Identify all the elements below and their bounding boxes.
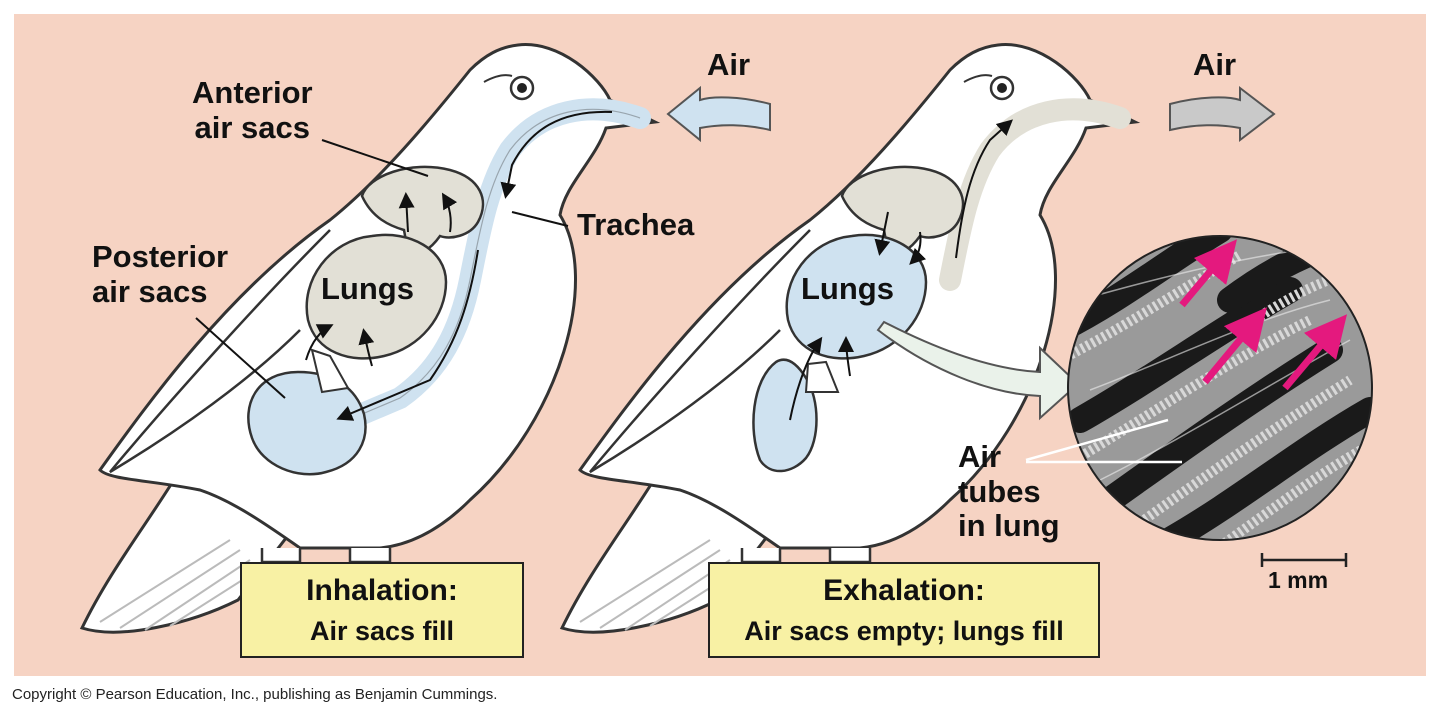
exhalation-subtitle: Air sacs empty; lungs fill [744,616,1064,646]
airflow-arrow-3 [1282,314,1348,391]
airflow-arrow-1 [1179,239,1237,308]
bird-left-trachea [337,98,651,431]
airflow-arrow-2 [1202,307,1267,385]
bird-left-lungs [305,233,448,360]
anterior-air-sacs-label: Anterior air sacs [192,75,313,145]
bird-left [79,43,661,634]
air-in-label: Air [707,47,751,82]
inhalation-caption: Inhalation: Air sacs fill [240,562,524,658]
copyright-notice: Copyright © Pearson Education, Inc., pub… [12,686,498,703]
air-tubes-label: Air tubes in lung [958,439,1060,544]
lungs-label-right: Lungs [801,271,894,306]
exhalation-title: Exhalation: [823,574,985,607]
exhalation-caption: Exhalation: Air sacs empty; lungs fill [708,562,1100,658]
lung-micrograph [1068,236,1372,540]
air-in-arrow [666,85,771,143]
bird-left-anterior-sac [360,165,485,255]
scale-bar [1260,553,1348,567]
inhalation-subtitle: Air sacs fill [309,616,455,646]
bird-right [559,43,1141,634]
posterior-air-sacs-label: Posterior air sacs [92,239,229,309]
trachea-label: Trachea [577,207,695,242]
air-out-label: Air [1193,47,1237,82]
lungs-label-left: Lungs [321,271,414,306]
scale-label: 1 mm [1268,567,1329,593]
zoom-arrow [876,320,1080,421]
bird-left-posterior-sac [247,370,367,476]
air-out-arrow [1169,85,1276,143]
inhalation-title: Inhalation: [306,574,458,607]
